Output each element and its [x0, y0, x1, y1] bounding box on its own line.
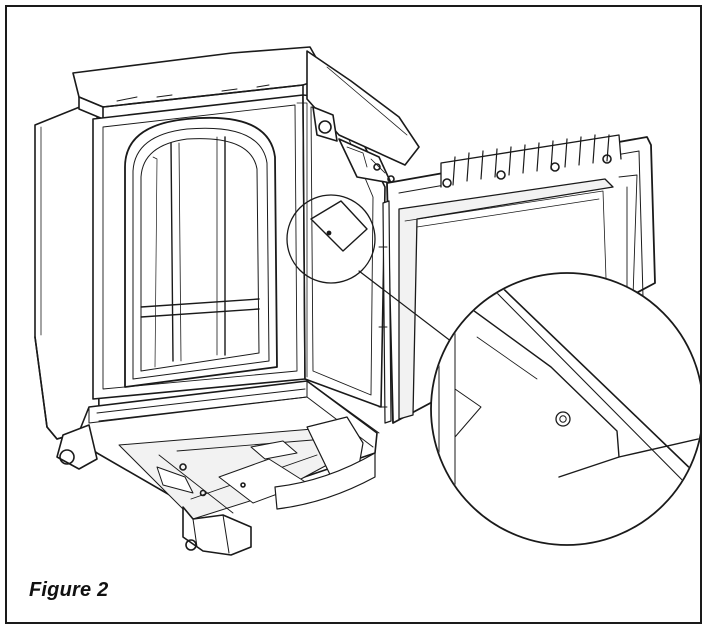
stove-base-pedestal	[56, 380, 380, 556]
stove-hopper-mechanism	[306, 50, 420, 184]
figure-caption: Figure 2	[29, 579, 109, 601]
figure-frame: Figure 2	[5, 5, 702, 624]
stove-illustration	[34, 46, 700, 556]
stove-left-side-panel	[34, 99, 100, 440]
detail-source-circle	[286, 194, 376, 284]
detail-magnified-circle	[430, 272, 700, 546]
stove-front-door	[124, 116, 278, 388]
stove-top-cap	[72, 46, 328, 120]
